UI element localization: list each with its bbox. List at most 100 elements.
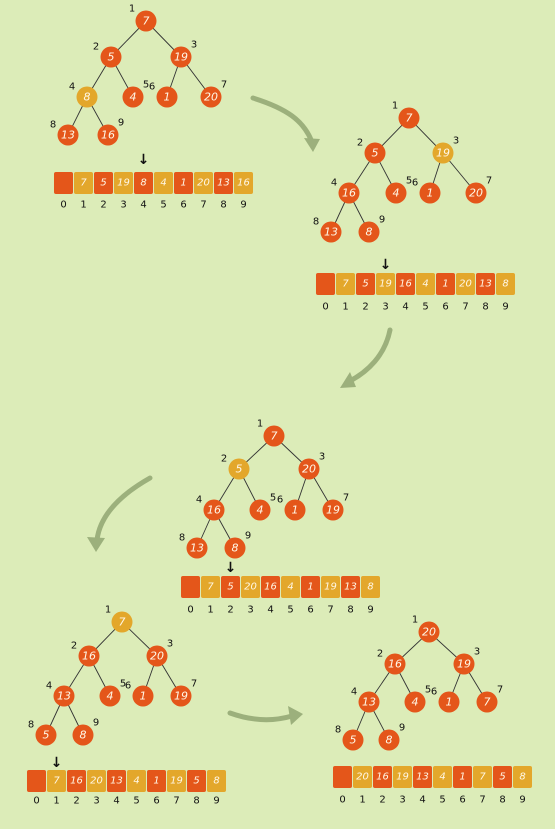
flow-arrow-icon	[340, 327, 393, 388]
node-circle	[53, 685, 75, 707]
array-index-label: 7	[462, 302, 468, 313]
array-cell	[174, 172, 193, 194]
tree-node: 207	[465, 176, 492, 204]
flow-arrow-icon	[87, 475, 153, 552]
node-value: 16	[101, 129, 115, 142]
array-cell-value: 4	[422, 279, 428, 290]
tree-node: 134	[351, 687, 380, 713]
node-circle	[364, 142, 386, 164]
heap-step-3: 7152203164451619713889071522031644516197…	[179, 419, 380, 616]
array-cell-value: 7	[479, 772, 486, 783]
node-value: 8	[232, 542, 239, 555]
array-cell	[107, 770, 126, 792]
node-circle	[100, 46, 122, 68]
array-cell	[316, 273, 335, 295]
node-position-label: 4	[196, 495, 202, 506]
array-index-label: 2	[362, 302, 368, 313]
array-cell-value: 8	[519, 772, 525, 783]
tree-node: 162	[377, 649, 406, 675]
array-index-label: 6	[180, 200, 186, 211]
node-value: 8	[84, 91, 91, 104]
tree-node: 193	[432, 136, 459, 164]
tree-node: 16	[149, 82, 178, 108]
heap-step-2: 7152193164451620713889071521931644516207…	[313, 101, 515, 313]
array-index-label: 5	[160, 200, 166, 211]
array-index-label: 3	[399, 795, 405, 806]
array-cell	[453, 766, 472, 788]
node-circle	[135, 10, 157, 32]
array-cell	[281, 576, 300, 598]
array-index-label: 6	[153, 796, 159, 807]
node-position-label: 2	[357, 138, 363, 149]
array-cell-value: 1	[180, 178, 186, 189]
tree-node: 52	[221, 454, 250, 480]
array-cell-value: 1	[442, 279, 448, 290]
array-index-label: 1	[207, 605, 213, 616]
array-index-label: 3	[247, 605, 253, 616]
heap-step-4: 7116220313445161975889071162203134451619…	[27, 605, 226, 807]
node-circle	[263, 425, 285, 447]
tree-node: 45	[122, 80, 149, 108]
array-cell	[194, 172, 213, 194]
array-index-label: 7	[479, 795, 485, 806]
tree-node: 134	[46, 681, 75, 707]
node-circle	[358, 221, 380, 243]
node-position-label: 1	[412, 615, 418, 626]
array-index-label: 1	[53, 796, 59, 807]
node-position-label: 3	[453, 136, 459, 147]
array-cell	[396, 273, 415, 295]
tree-node: 138	[179, 533, 208, 559]
array-cell-value: 8	[140, 178, 146, 189]
array-index-label: 0	[33, 796, 39, 807]
node-value: 5	[108, 51, 115, 64]
array-cell	[493, 766, 512, 788]
node-position-label: 1	[105, 605, 111, 616]
node-value: 19	[326, 504, 340, 517]
node-value: 20	[204, 91, 218, 104]
array-cell-value: 1	[153, 776, 159, 787]
node-circle	[186, 537, 208, 559]
node-circle	[170, 46, 192, 68]
array-cell-value: 5	[100, 178, 106, 189]
array-cell-value: 20	[356, 772, 369, 783]
node-value: 1	[292, 504, 299, 517]
node-circle	[476, 691, 498, 713]
node-position-label: 8	[313, 217, 319, 228]
array-cell	[114, 172, 133, 194]
array-cell	[134, 172, 153, 194]
array-cell	[167, 770, 186, 792]
node-position-label: 7	[486, 176, 492, 187]
node-position-label: 9	[245, 531, 251, 542]
array-index-label: 9	[519, 795, 525, 806]
node-position-label: 6	[149, 82, 155, 93]
tree-node: 203	[146, 639, 173, 667]
array-cell-value: 19	[396, 772, 409, 783]
node-circle	[122, 86, 144, 108]
array-cell	[373, 766, 392, 788]
node-value: 7	[143, 15, 150, 28]
array-cell	[341, 576, 360, 598]
node-value: 20	[302, 463, 316, 476]
pointer-arrow-icon: ↓	[138, 152, 150, 168]
node-circle	[404, 691, 426, 713]
array-cell	[181, 576, 200, 598]
tree-node: 207	[200, 80, 227, 108]
array-cell-value: 13	[416, 772, 429, 783]
tree-node: 138	[313, 217, 342, 243]
array-cell	[94, 172, 113, 194]
array-cell	[333, 766, 352, 788]
node-position-label: 8	[50, 120, 56, 131]
array-index-label: 6	[307, 605, 313, 616]
node-position-label: 1	[257, 419, 263, 430]
node-position-label: 4	[331, 178, 337, 189]
node-circle	[338, 182, 360, 204]
array-cell-value: 5	[193, 776, 199, 787]
node-position-label: 2	[221, 454, 227, 465]
array-index-label: 9	[367, 605, 373, 616]
node-circle	[170, 685, 192, 707]
tree-node: 197	[170, 679, 197, 707]
tree-node: 201	[412, 615, 440, 643]
node-value: 4	[257, 504, 264, 517]
array-index-label: 4	[402, 302, 408, 313]
